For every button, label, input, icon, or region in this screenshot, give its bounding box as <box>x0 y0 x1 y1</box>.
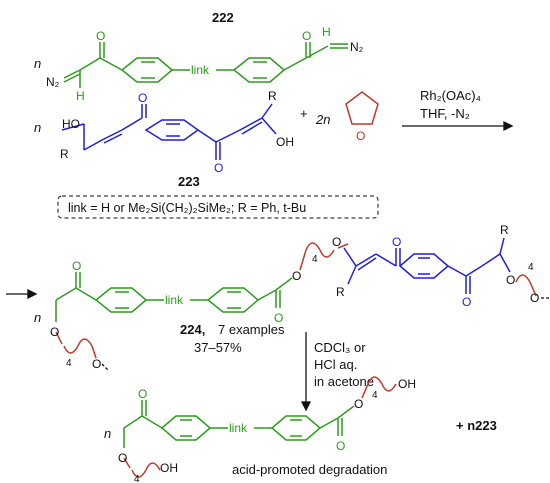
link-product: link <box>229 421 248 435</box>
o-right-end: O <box>530 291 539 305</box>
o-left-chain: O <box>50 325 59 339</box>
n-224: n <box>34 310 41 325</box>
caption-degradation: acid-promoted degradation <box>232 462 387 477</box>
reagent-step1-line1: Rh₂(OAc)₄ <box>420 88 481 103</box>
linker-chain-right <box>515 274 537 297</box>
linker-chain-product-top <box>361 376 397 399</box>
o-product-top-chain: O <box>354 397 363 411</box>
thf-ring <box>345 91 379 125</box>
n2-222-right: N₂ <box>350 40 364 54</box>
linker-chain-product-bottom <box>123 457 161 478</box>
n-222: n <box>34 56 41 71</box>
o-222-right: O <box>302 29 311 43</box>
o-blue-bottom: O <box>462 295 471 309</box>
linker-chain-top <box>299 242 349 271</box>
o-product-bottom-chain: O <box>118 451 127 465</box>
reagent-step2-line1: CDCl₃ or <box>314 340 366 355</box>
o-223-bottom: O <box>214 161 223 175</box>
h-222-left: H <box>76 89 85 103</box>
four-left-chain: 4 <box>66 358 72 369</box>
o-right-chain: O <box>506 273 515 287</box>
compound-222 <box>63 42 348 88</box>
linker-chain-left <box>55 331 97 359</box>
n-223: n <box>34 120 41 135</box>
oh-223: OH <box>276 135 294 149</box>
r-blue-right: R <box>500 223 509 237</box>
degradation-product-green <box>123 400 355 448</box>
o-linker-top2: O <box>332 235 341 249</box>
reagent-step2-line3: in acetone <box>314 374 374 389</box>
thf-oxygen: O <box>356 129 365 143</box>
link-222: link <box>191 63 210 77</box>
compound-223 <box>61 103 277 160</box>
arrow-step1 <box>402 120 514 132</box>
n2-222-left: N₂ <box>46 75 60 89</box>
four-linker-top: 4 <box>312 254 318 265</box>
benzene-ring-223 <box>144 119 200 141</box>
o-222-left: O <box>96 29 105 43</box>
label-224: 224, <box>180 322 205 337</box>
n-product: n <box>104 426 111 441</box>
r-223-right: R <box>268 89 277 103</box>
o-223-top: O <box>138 91 147 105</box>
label-222: 222 <box>212 10 234 25</box>
o-product-left: O <box>138 387 147 401</box>
byproduct-223: + n223 <box>456 418 497 433</box>
o-224-left: O <box>72 259 81 273</box>
arrow-step2 <box>300 332 312 412</box>
note-box <box>57 195 379 219</box>
plus-sign: + <box>300 106 308 121</box>
four-product-top: 4 <box>372 390 378 401</box>
chain-continuation-left <box>101 363 109 371</box>
label-224-note: 7 examples <box>218 322 285 337</box>
oh-product-bottom: OH <box>160 461 178 475</box>
label-224-yield: 37–57% <box>194 340 242 355</box>
reagent-step2-line2: HCl aq. <box>314 357 357 372</box>
four-right-chain: 4 <box>528 262 534 273</box>
r-blue-left: R <box>336 285 345 299</box>
o-product-ketone: O <box>336 439 345 453</box>
o-linker-top: O <box>292 269 301 283</box>
o-224-ketone: O <box>274 311 283 325</box>
four-product-bottom: 4 <box>134 474 140 483</box>
polymer-224-blue <box>343 237 511 294</box>
arrow-lead-in <box>6 288 38 300</box>
o-left-end: O <box>92 357 101 371</box>
link-224: link <box>165 293 184 307</box>
ho-223: HO <box>62 117 80 131</box>
o-blue-top: O <box>392 235 401 249</box>
r-223-left: R <box>60 147 69 161</box>
reagent-step1-line2: THF, -N₂ <box>420 106 470 121</box>
label-223: 223 <box>178 174 200 189</box>
note-text: link = H or Me₂Si(CH₂)₂SiMe₂; R = Ph, t-… <box>68 201 306 215</box>
two-n: 2n <box>315 112 330 127</box>
polymer-224-green <box>55 272 293 322</box>
oh-product-top: OH <box>398 377 416 391</box>
h-222-right: H <box>322 25 331 39</box>
